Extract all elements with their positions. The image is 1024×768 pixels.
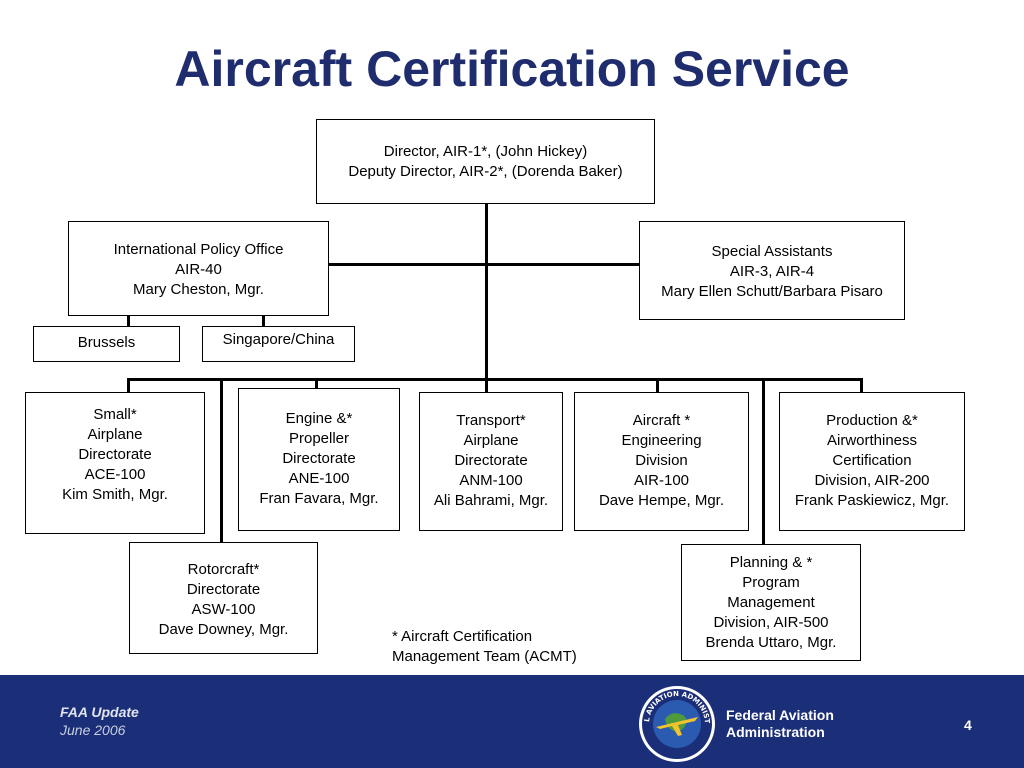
box-line: Mary Cheston, Mgr. bbox=[133, 281, 264, 298]
international-policy-office-box: International Policy Office AIR-40 Mary … bbox=[68, 221, 329, 316]
production-airworthiness-division-box: Production &* Airworthiness Certificatio… bbox=[779, 392, 965, 531]
special-assistants-box: Special Assistants AIR-3, AIR-4 Mary Ell… bbox=[639, 221, 905, 320]
box-line: Brenda Uttaro, Mgr. bbox=[705, 634, 837, 651]
connector-line bbox=[485, 378, 488, 392]
small-airplane-directorate-box: Small* Airplane Directorate ACE-100 Kim … bbox=[25, 392, 205, 534]
box-line: Management bbox=[727, 594, 815, 611]
connector-line bbox=[860, 378, 863, 392]
footer-title: FAA Update bbox=[60, 704, 139, 720]
box-line: Division, AIR-500 bbox=[713, 614, 829, 631]
box-line: Propeller bbox=[288, 430, 350, 447]
box-line: ANM-100 bbox=[459, 472, 523, 489]
engine-propeller-directorate-box: Engine &* Propeller Directorate ANE-100 … bbox=[238, 388, 400, 531]
brussels-box: Brussels bbox=[33, 326, 180, 362]
connector-line bbox=[220, 378, 223, 542]
box-line: Dave Downey, Mgr. bbox=[158, 621, 289, 638]
box-line: Division, AIR-200 bbox=[814, 472, 930, 489]
connector-line bbox=[485, 204, 488, 381]
page-number: 4 bbox=[964, 717, 972, 733]
agency-line: Administration bbox=[726, 724, 825, 740]
box-line: AIR-3, AIR-4 bbox=[729, 263, 815, 280]
box-line: Directorate bbox=[282, 450, 356, 467]
box-line: Rotorcraft* bbox=[187, 561, 260, 578]
footer-left: FAA Update June 2006 bbox=[60, 703, 139, 739]
deputy-director-line: Deputy Director, AIR-2*, (Dorenda Baker) bbox=[348, 162, 623, 180]
agency-name: Federal Aviation Administration bbox=[726, 707, 834, 741]
planning-program-management-division-box: Planning & * Program Management Division… bbox=[681, 544, 861, 661]
footnote-line: * Aircraft Certification bbox=[392, 628, 533, 645]
box-line: Planning & * bbox=[729, 554, 813, 571]
agency-line: Federal Aviation bbox=[726, 707, 834, 723]
box-line: Engine &* bbox=[285, 410, 353, 427]
connector-line bbox=[262, 316, 265, 326]
box-line: Directorate bbox=[186, 581, 261, 598]
rotorcraft-directorate-box: Rotorcraft* Directorate ASW-100 Dave Dow… bbox=[129, 542, 318, 654]
box-line: AIR-40 bbox=[175, 261, 222, 278]
box-line: Production &* bbox=[826, 412, 918, 429]
box-line: Program bbox=[742, 574, 800, 591]
connector-line bbox=[656, 378, 659, 392]
connector-line bbox=[127, 378, 130, 392]
box-line: Airplane bbox=[87, 426, 143, 443]
connector-line bbox=[329, 263, 640, 266]
box-line: Singapore/China bbox=[222, 331, 335, 348]
footer-bar: FAA Update June 2006 FEDERAL AVIATION AD… bbox=[0, 675, 1024, 768]
box-line: Frank Paskiewicz, Mgr. bbox=[794, 492, 950, 509]
aircraft-engineering-division-box: Aircraft * Engineering Division AIR-100 … bbox=[574, 392, 749, 531]
slide-title: Aircraft Certification Service bbox=[174, 41, 850, 97]
box-line: Special Assistants bbox=[711, 243, 833, 260]
footnote: * Aircraft Certification Management Team… bbox=[392, 627, 577, 667]
box-line: Aircraft * bbox=[632, 412, 691, 429]
footnote-line: Management Team (ACMT) bbox=[392, 648, 577, 665]
box-line: Airworthiness bbox=[826, 432, 918, 449]
box-line: Directorate bbox=[454, 452, 528, 469]
box-line: Engineering bbox=[621, 432, 702, 449]
box-line: ACE-100 bbox=[84, 466, 146, 483]
director-box: Director, AIR-1*, (John Hickey) Deputy D… bbox=[316, 119, 655, 204]
box-line: Mary Ellen Schutt/Barbara Pisaro bbox=[661, 283, 883, 300]
box-line: Kim Smith, Mgr. bbox=[62, 486, 168, 503]
director-line: Director, AIR-1*, (John Hickey) bbox=[383, 142, 588, 160]
faa-seal-icon: FEDERAL AVIATION ADMINISTRATION bbox=[638, 685, 715, 762]
box-line: Small* bbox=[93, 406, 137, 423]
box-line: Brussels bbox=[77, 334, 136, 351]
box-line: Directorate bbox=[78, 446, 152, 463]
box-line: Dave Hempe, Mgr. bbox=[598, 492, 725, 509]
box-line: Division bbox=[635, 452, 688, 469]
box-line: ASW-100 bbox=[191, 601, 256, 618]
connector-line bbox=[127, 316, 130, 326]
box-line: Fran Favara, Mgr. bbox=[259, 490, 379, 507]
footer-date: June 2006 bbox=[60, 722, 126, 738]
box-line: Certification bbox=[832, 452, 912, 469]
singapore-china-box: Singapore/China bbox=[202, 326, 355, 362]
transport-airplane-directorate-box: Transport* Airplane Directorate ANM-100 … bbox=[419, 392, 563, 531]
box-line: ANE-100 bbox=[288, 470, 350, 487]
box-line: Transport* bbox=[456, 412, 526, 429]
box-line: AIR-100 bbox=[633, 472, 690, 489]
connector-line bbox=[127, 378, 863, 381]
box-line: International Policy Office bbox=[113, 241, 284, 258]
connector-line bbox=[762, 378, 765, 544]
box-line: Ali Bahrami, Mgr. bbox=[433, 492, 549, 509]
connector-line bbox=[315, 378, 318, 388]
box-line: Airplane bbox=[463, 432, 519, 449]
